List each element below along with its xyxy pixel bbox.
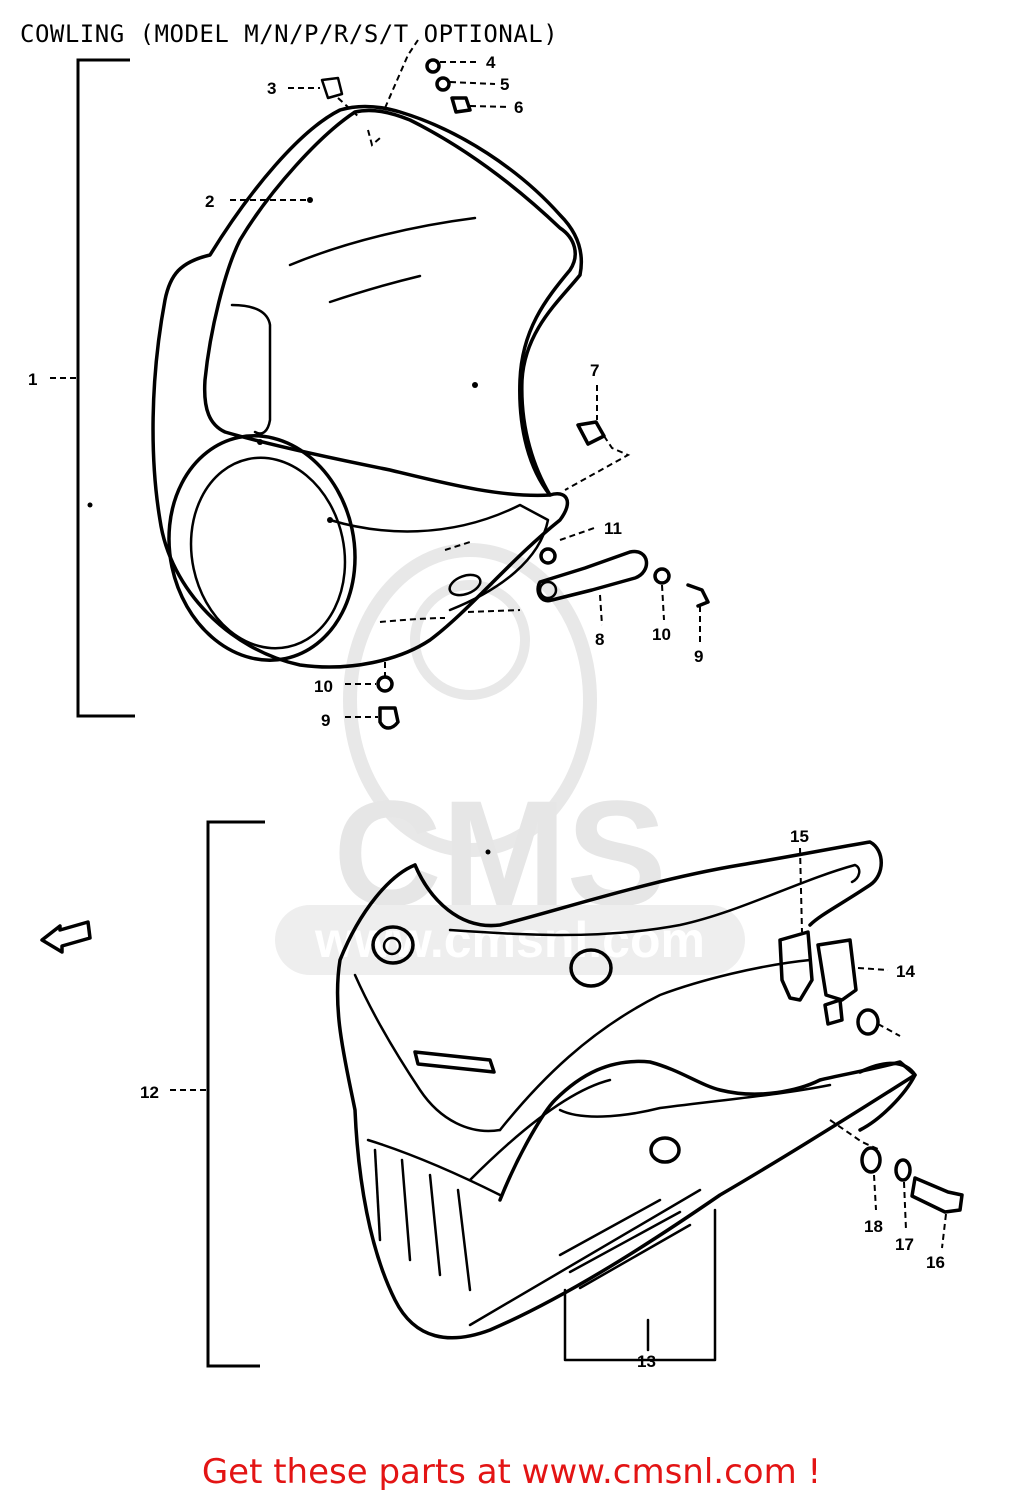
- callout-4: 4: [486, 53, 496, 72]
- under-cowl-shell: [335, 863, 917, 1340]
- assembly-12-bracket: [206, 820, 265, 1368]
- headlight-ring: [167, 434, 357, 662]
- callout-2: 2: [205, 192, 214, 211]
- under-cowl-assembly: [206, 820, 917, 1368]
- callout-10-lower: 10: [314, 677, 333, 696]
- cms-watermark: CMS www.cmsnl.com: [275, 543, 745, 975]
- windscreen: [202, 108, 577, 498]
- callout-9: 9: [694, 647, 703, 666]
- callout-16: 16: [926, 1253, 945, 1272]
- fairing-shell: [151, 104, 583, 669]
- front-direction-arrow: [40, 920, 92, 954]
- callout-6: 6: [514, 98, 523, 117]
- callout-18: 18: [864, 1217, 883, 1236]
- diagram-title: COWLING (MODEL M/N/P/R/S/T OPTIONAL): [20, 20, 559, 48]
- top-hardware: [230, 39, 511, 201]
- footer-link[interactable]: Get these parts at www.cmsnl.com !: [201, 1452, 822, 1492]
- callout-3: 3: [267, 79, 276, 98]
- callout-1: 1: [28, 370, 37, 389]
- fairing-assembly: [76, 58, 583, 718]
- callout-5: 5: [500, 75, 509, 94]
- callout-9-lower: 9: [321, 711, 330, 730]
- callout-13: 13: [637, 1352, 656, 1371]
- under-cowl-hardware: [778, 847, 964, 1249]
- callout-11: 11: [604, 519, 622, 538]
- side-bracket-hardware: [345, 385, 710, 730]
- assembly-1-bracket: [76, 58, 135, 718]
- callout-14: 14: [896, 962, 915, 981]
- callout-12: 12: [140, 1083, 159, 1102]
- callout-17: 17: [895, 1235, 914, 1254]
- callout-15: 15: [790, 827, 809, 846]
- callout-8: 8: [595, 630, 604, 649]
- callout-10: 10: [652, 625, 671, 644]
- callout-7: 7: [590, 361, 599, 380]
